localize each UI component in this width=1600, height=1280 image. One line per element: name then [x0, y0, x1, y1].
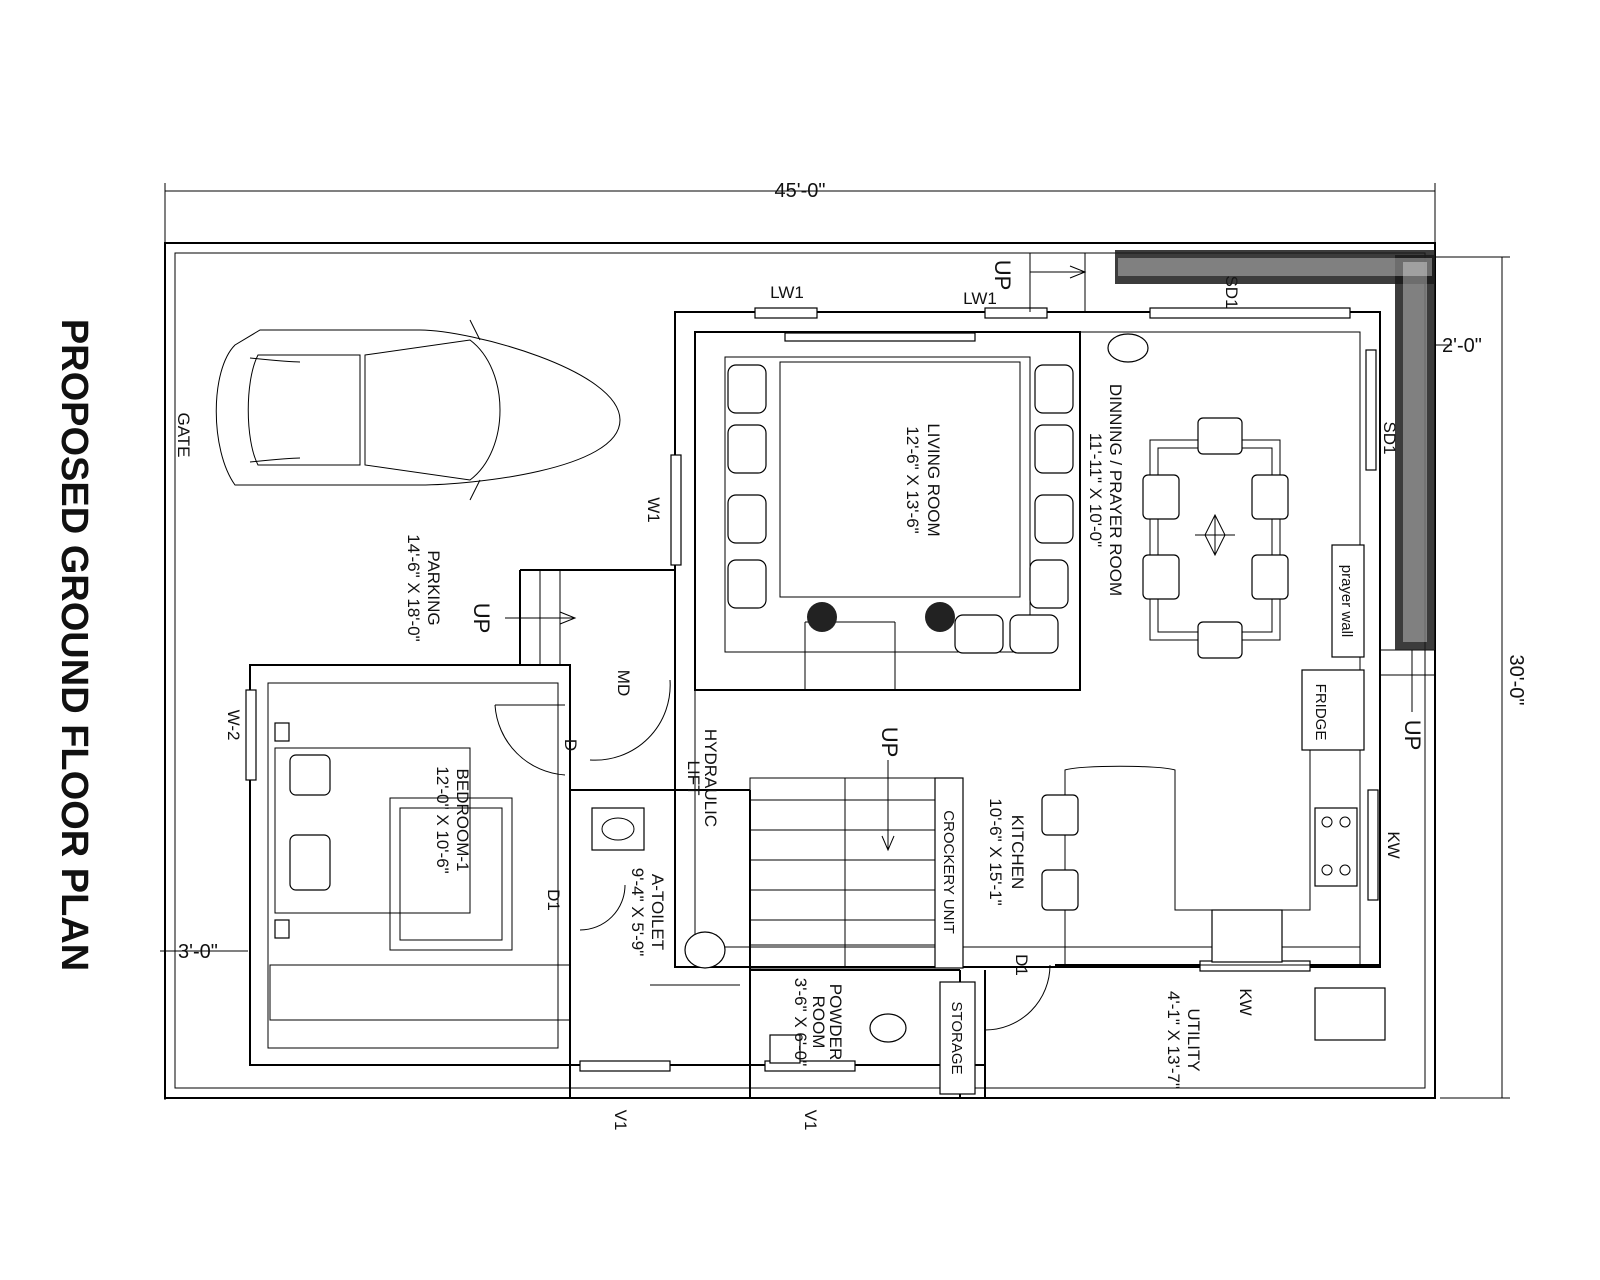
fridge-label: FRIDGE	[1312, 684, 1329, 741]
powder-room-fixtures	[769, 1013, 907, 1064]
bedroom-size: 12'-0" X 10'-6"	[433, 766, 452, 873]
utility-name: UTILITY	[1184, 1008, 1203, 1071]
dining-table	[1107, 333, 1289, 659]
parking-name: PARKING	[424, 550, 443, 625]
left-setback-dimension: 3'-0"	[178, 941, 218, 963]
dining-room-name: DINNING / PRAYER ROOM	[1106, 384, 1125, 596]
kitchen-name: KITCHEN	[1008, 815, 1027, 890]
right-setback-dimension: 2'-0"	[1442, 335, 1482, 357]
storage-unit	[939, 981, 976, 1095]
prayer-wall-label: prayer wall	[1338, 565, 1355, 638]
toilet-fixtures	[591, 807, 740, 986]
door-label-d1-kitchen: D1	[1012, 954, 1031, 976]
living-room-name: LIVING ROOM	[924, 423, 943, 536]
living-room-size: 12'-6" X 13'-6"	[903, 426, 922, 533]
side-step-arrow	[1380, 649, 1435, 712]
powder-room-size: 3'-6" X 6'-0"	[791, 978, 810, 1067]
hydraulic-lift-label-2: LIFT	[684, 761, 703, 796]
main-staircase	[749, 760, 964, 969]
powder-room-name-1: POWDER	[826, 984, 845, 1061]
parking-step-arrow	[505, 611, 577, 625]
windows	[245, 307, 1379, 1072]
crockery-unit-label: CROCKERY UNIT	[940, 810, 957, 934]
prayer-wall	[1331, 544, 1365, 658]
window-label-w2: W-2	[224, 710, 243, 741]
stair-up-label-top: UP	[990, 260, 1015, 291]
vent-label-v1-left: V1	[611, 1110, 630, 1131]
bedroom-name: BEDROOM-1	[453, 769, 472, 872]
gate-label: GATE	[174, 412, 193, 457]
door-label-d: D	[561, 739, 580, 751]
window-label-kw-right: KW	[1384, 831, 1403, 858]
window-label-kw-bottom: KW	[1236, 988, 1255, 1015]
door-label-md: MD	[614, 670, 633, 696]
hedge-plants	[1115, 250, 1435, 650]
toilet-name: A-TOILET	[648, 874, 667, 950]
powder-room-name-2: ROOM	[809, 996, 828, 1049]
car-icon	[215, 319, 621, 501]
plan-title: PROPOSED GROUND FLOOR PLAN	[53, 319, 95, 971]
door-label-d1-toilet: D1	[544, 889, 563, 911]
doors	[494, 679, 1051, 1031]
kitchen-counter	[1041, 749, 1386, 1041]
stair-up-label-main: UP	[877, 727, 902, 758]
hydraulic-lift-label-1: HYDRAULIC	[701, 729, 720, 827]
window-label-lw1-right: LW1	[963, 289, 997, 308]
dining-room-size: 11'-11" X 10'-0"	[1086, 433, 1105, 547]
plot-boundary	[164, 242, 1436, 1099]
window-label-lw1-left: LW1	[770, 283, 804, 302]
entry-steps-top	[1029, 253, 1087, 312]
stair-up-label-right: UP	[1400, 720, 1425, 751]
kitchen-size: 10'-6" X 15'-1"	[986, 798, 1005, 905]
living-room-furniture	[724, 332, 1074, 690]
fridge	[1301, 669, 1365, 751]
parking-size: 14'-6" X 18'-0"	[404, 534, 423, 641]
vent-label-v1-right: V1	[801, 1110, 820, 1131]
window-label-w1: W1	[644, 497, 663, 523]
width-dimension: 45'-0"	[775, 180, 826, 202]
window-label-sd1-right: SD1	[1380, 421, 1399, 454]
stair-up-label-parking: UP	[469, 603, 494, 634]
storage-label: STORAGE	[948, 1001, 965, 1074]
utility-size: 4'-1" X 13'-7"	[1164, 991, 1183, 1089]
bedroom-furniture	[269, 722, 571, 1021]
depth-dimension: 30'-0"	[1505, 655, 1527, 706]
toilet-size: 9'-4" X 5'-9"	[628, 868, 647, 957]
